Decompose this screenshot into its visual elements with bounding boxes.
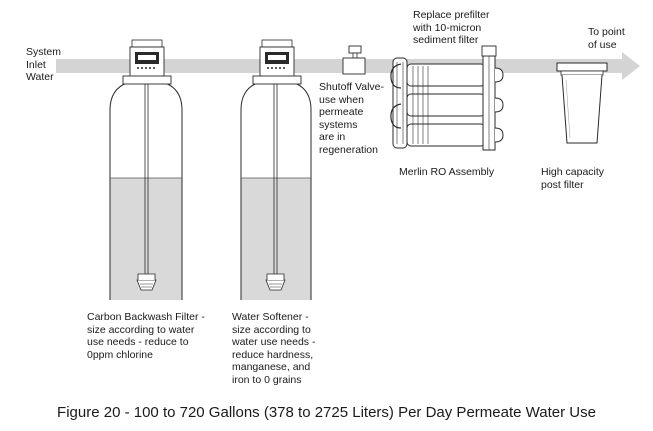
shutoff-valve-label: Shutoff Valve- use when permeate systems… <box>319 81 384 156</box>
point-of-use-label: To point of use <box>588 26 625 51</box>
system-inlet-label: System Inlet Water <box>26 46 62 83</box>
ro-assembly-label: Merlin RO Assembly <box>399 166 495 178</box>
post-filter-housing <box>556 62 608 144</box>
prefilter-label: Replace prefilter with 10-micron sedimen… <box>413 9 490 46</box>
carbon-filter-tank <box>109 79 183 300</box>
carbon-filter-control-head <box>122 39 172 85</box>
shutoff-valve <box>342 45 366 75</box>
figure-caption: Figure 20 - 100 to 720 Gallons (378 to 2… <box>57 404 596 421</box>
softener-control-head <box>252 39 302 85</box>
carbon-filter-label: Carbon Backwash Filter - size according … <box>87 311 205 361</box>
ro-assembly <box>390 45 504 151</box>
water-softener-label: Water Softener - size according to water… <box>232 311 316 386</box>
water-softener-tank <box>240 79 312 300</box>
post-filter-label: High capacity post filter <box>541 166 605 191</box>
